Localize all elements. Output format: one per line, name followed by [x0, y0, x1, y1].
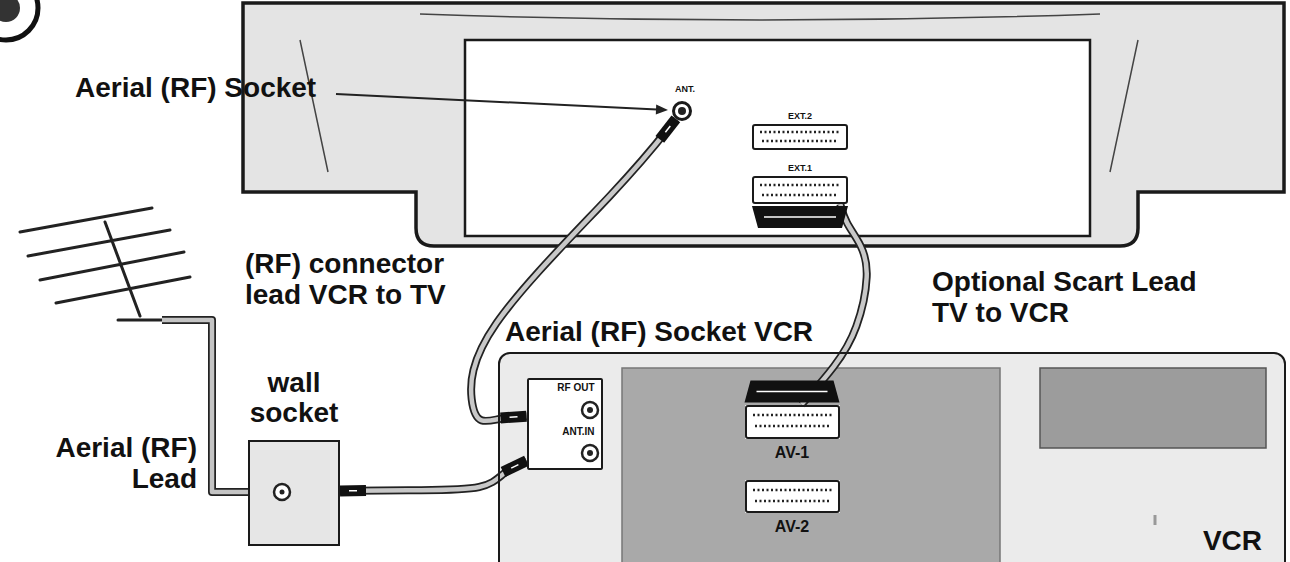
wall-socket-label: wall socket: [239, 368, 349, 428]
rf-plug: [660, 119, 676, 139]
scart-socket: EXT.1: [752, 176, 848, 204]
cable-core: [471, 119, 676, 421]
rf-plug: [501, 416, 527, 418]
cable-line: [471, 119, 676, 421]
aerial-antenna: [20, 208, 190, 320]
tv-rear-panel: [465, 40, 1090, 236]
tv-aerial-socket: [673, 102, 691, 120]
socket-label: AV-2: [740, 518, 845, 536]
scart-pins: [752, 124, 848, 204]
rf-plug: [503, 461, 526, 472]
cable-label: (RF) connector lead VCR to TV: [245, 248, 477, 310]
cable-label: Aerial (RF) Lead: [25, 432, 197, 494]
vcr-body: [498, 352, 1286, 562]
callout-label: Aerial (RF) Socket: [75, 72, 375, 103]
tv-housing: [243, 3, 1284, 246]
rf-plug: [340, 485, 366, 496]
plug-highlight: [757, 391, 828, 393]
plug-highlight: [665, 126, 670, 132]
wall-socket-plate: [248, 440, 340, 546]
cable-line: [802, 204, 867, 405]
leader-line: [336, 94, 668, 114]
socket-label: RF OUT: [557, 382, 594, 394]
wall-socket: wall socket: [248, 440, 340, 546]
plug-highlight: [764, 216, 836, 218]
socket-label: EXT.1: [754, 163, 846, 174]
socket-label: EXT.2: [754, 111, 846, 122]
socket-label: AV-1: [740, 444, 845, 462]
rf-panel: RF OUT ANT.IN: [527, 378, 603, 470]
callout-label: Aerial (RF) Socket VCR: [505, 316, 865, 347]
corner-icon: [0, 0, 38, 40]
cable: [745, 204, 867, 405]
plug-highlight: [510, 416, 518, 418]
plug-highlight: [349, 490, 357, 492]
vcr-housing: VCR RF OUT ANT.IN AV-1AV-2: [498, 352, 1286, 562]
scart-plug: [745, 381, 840, 403]
cable-core: [802, 204, 867, 405]
scart-socket: EXT.2: [752, 124, 848, 150]
plug-highlight: [511, 465, 518, 468]
device-name: VCR: [1203, 526, 1262, 556]
aerial-socket: ANT.: [672, 101, 692, 121]
cable-label: Optional Scart Lead TV to VCR: [932, 266, 1217, 328]
scart-socket: AV-1: [745, 405, 840, 439]
scart-plug: [752, 206, 848, 228]
socket-label: ANT.: [663, 84, 707, 95]
scart-socket: AV-2: [745, 480, 840, 513]
cable: [471, 119, 676, 421]
socket-label: ANT.IN: [562, 426, 594, 438]
